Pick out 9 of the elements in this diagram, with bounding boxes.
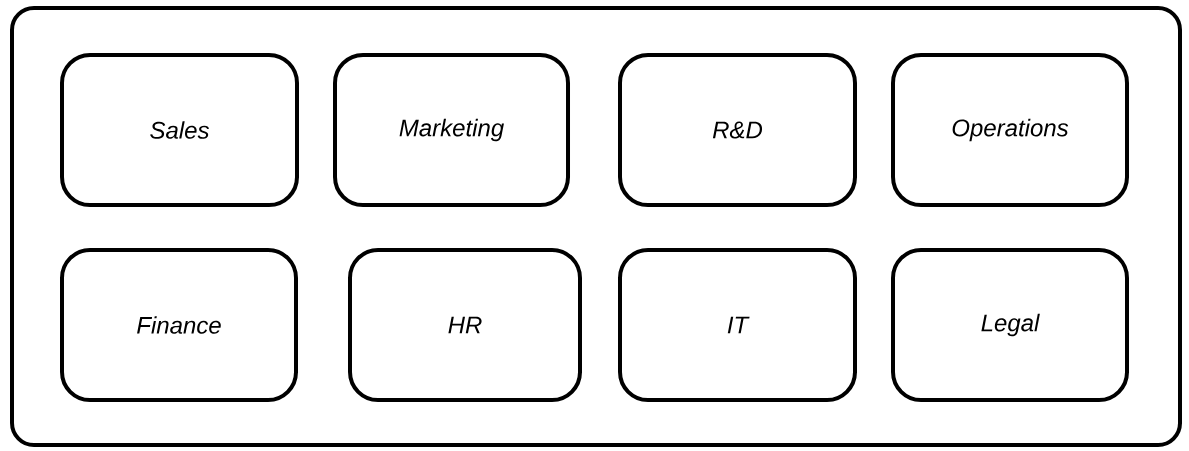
department-box: R&D	[618, 53, 857, 207]
department-box: IT	[618, 248, 857, 402]
department-box: Finance	[60, 248, 298, 402]
department-box: HR	[348, 248, 582, 402]
department-box: Sales	[60, 53, 299, 207]
department-box: Marketing	[333, 53, 570, 207]
department-box: Operations	[891, 53, 1129, 207]
department-box: Legal	[891, 248, 1129, 402]
container-box	[10, 6, 1182, 447]
